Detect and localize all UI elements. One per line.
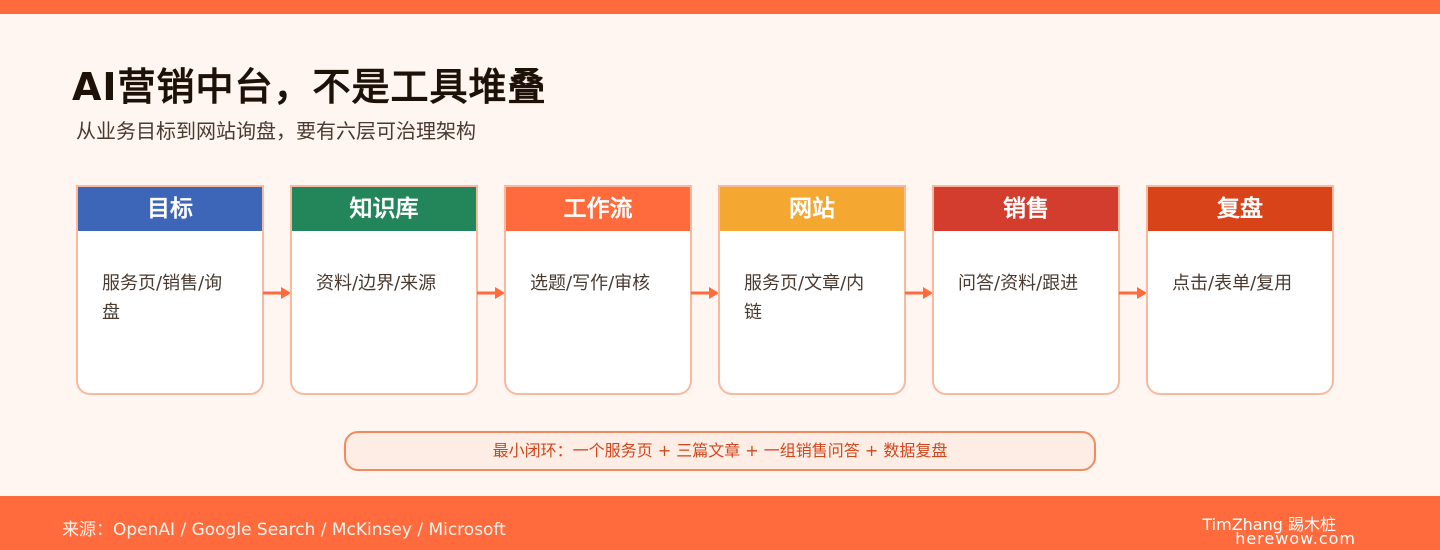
page-subtitle: 从业务目标到网站询盘，要有六层可治理架构 — [76, 119, 476, 143]
stage-card-sales: 销售 问答/资料/跟进 — [932, 185, 1120, 395]
stage-description: 选题/写作/审核 — [530, 273, 651, 294]
stage-header: 目标 — [78, 187, 262, 231]
stage-header: 网站 — [720, 187, 904, 231]
stage-card-workflow: 工作流 选题/写作/审核 — [504, 185, 692, 395]
stage-card-goal: 目标 服务页/销售/询盘 — [76, 185, 264, 395]
stage-header: 复盘 — [1148, 187, 1332, 231]
stage-header: 工作流 — [506, 187, 690, 231]
author-brand: TimZhang 踢木桩 — [1202, 515, 1336, 534]
page-title: AI营销中台，不是工具堆叠 — [72, 65, 547, 109]
stage-description: 资料/边界/来源 — [316, 273, 437, 294]
stage-description: 问答/资料/跟进 — [958, 273, 1079, 294]
website-url: herewow.com — [1235, 529, 1356, 548]
top-accent-bar — [0, 0, 1440, 14]
arrow-right-icon — [1119, 287, 1147, 299]
stage-description: 服务页/文章/内链 — [744, 273, 865, 323]
stage-card-knowledge-base: 知识库 资料/边界/来源 — [290, 185, 478, 395]
stage-card-review: 复盘 点击/表单/复用 — [1146, 185, 1334, 395]
arrow-right-icon — [905, 287, 933, 299]
stage-card-website: 网站 服务页/文章/内链 — [718, 185, 906, 395]
stage-header: 知识库 — [292, 187, 476, 231]
arrow-right-icon — [691, 287, 719, 299]
stage-description: 服务页/销售/询盘 — [102, 273, 223, 323]
arrow-right-icon — [477, 287, 505, 299]
arrow-right-icon — [263, 287, 291, 299]
stage-header: 销售 — [934, 187, 1118, 231]
closed-loop-note: 最小闭环：一个服务页 + 三篇文章 + 一组销售问答 + 数据复盘 — [344, 431, 1096, 471]
stage-description: 点击/表单/复用 — [1172, 273, 1293, 294]
footer-bar: 来源：OpenAI / Google Search / McKinsey / M… — [0, 496, 1440, 550]
source-citation: 来源：OpenAI / Google Search / McKinsey / M… — [62, 520, 506, 540]
